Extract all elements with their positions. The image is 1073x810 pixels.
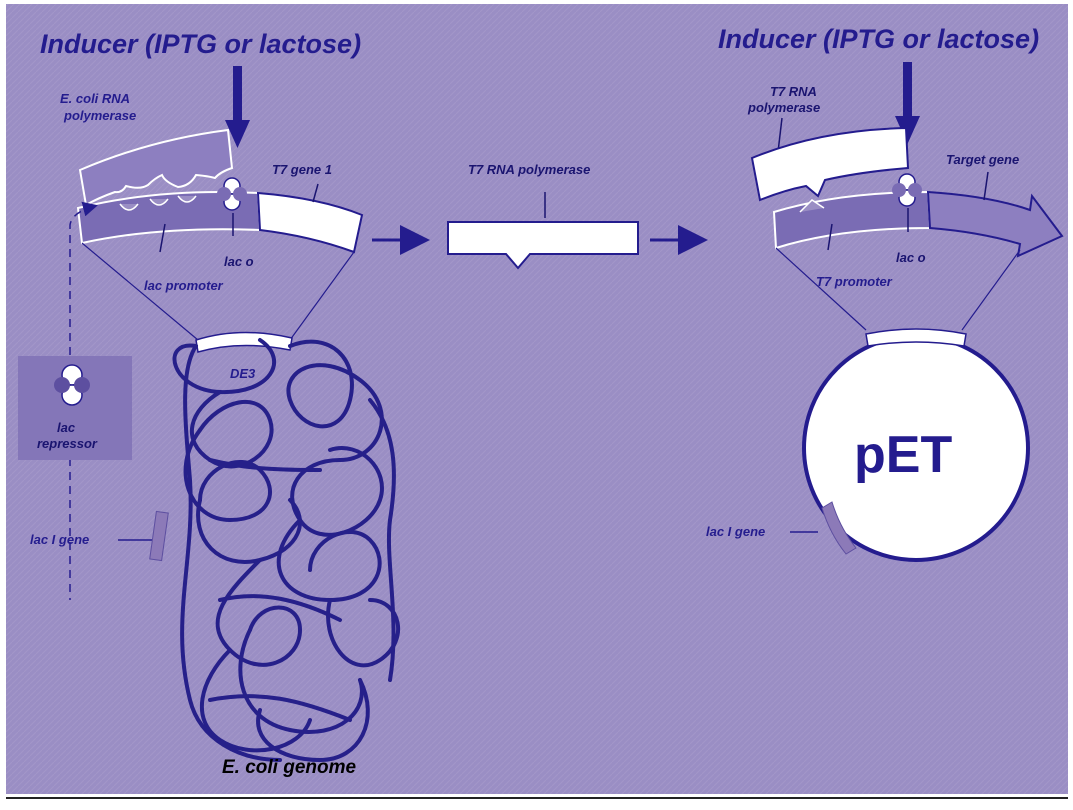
t7-rna-polymerase-middle-shape bbox=[447, 221, 639, 270]
left-lac-i-gene-label: lac I gene bbox=[30, 532, 89, 547]
ecoli-rna-polymerase-shape bbox=[78, 128, 234, 207]
t7-gene1-pointer bbox=[312, 183, 319, 203]
t7-rna-polymerase-right-label-2: polymerase bbox=[747, 100, 820, 115]
ecoli-rna-polymerase-label-2: polymerase bbox=[63, 108, 136, 123]
lac-repressor-icon bbox=[54, 364, 90, 406]
t7-rna-polymerase-right-pointer bbox=[777, 117, 783, 153]
t7-promoter-label: T7 promoter bbox=[816, 274, 893, 289]
t7-promoter-pointer bbox=[827, 223, 833, 251]
ecoli-rna-polymerase-label: E. coli RNA bbox=[60, 91, 130, 106]
right-zoom-line-1 bbox=[775, 247, 867, 331]
de3-label: DE3 bbox=[230, 366, 256, 381]
target-gene-pointer bbox=[983, 171, 989, 201]
lac-promoter-pointer bbox=[159, 223, 166, 253]
t7-rna-polymerase-right-shape bbox=[750, 126, 910, 202]
left-zoom-line-2 bbox=[289, 251, 355, 341]
lac-repressor-label: lac bbox=[57, 420, 76, 435]
right-inducer-molecule-icon bbox=[892, 173, 922, 207]
t7-gene1-segment bbox=[256, 191, 364, 254]
repressor-dashed-arrow bbox=[69, 201, 98, 355]
right-lac-o-label: lac o bbox=[896, 250, 926, 265]
left-lac-o-label: lac o bbox=[224, 254, 254, 269]
right-lac-i-gene-label: lac I gene bbox=[706, 524, 765, 539]
target-gene-arrow bbox=[926, 190, 1064, 258]
pet-plasmid-label: pET bbox=[854, 426, 952, 484]
lac-repressor-label-2: repressor bbox=[37, 436, 98, 451]
t7-promoter-notch bbox=[799, 199, 825, 213]
lac-operator-bumps bbox=[119, 195, 197, 211]
left-inducer-molecule-icon bbox=[217, 177, 247, 211]
ecoli-genome-label: E. coli genome bbox=[222, 757, 357, 778]
ecoli-genome-dna bbox=[172, 338, 400, 762]
target-gene-label: Target gene bbox=[946, 152, 1019, 167]
right-inducer-label: Inducer (IPTG or lactose) bbox=[718, 24, 1039, 54]
t7-gene1-label: T7 gene 1 bbox=[272, 162, 332, 177]
left-lac-i-gene-marker bbox=[149, 510, 169, 562]
left-inducer-arrow bbox=[225, 66, 250, 148]
left-zoom-line-1 bbox=[81, 242, 199, 341]
right-lac-i-gene-marker bbox=[821, 501, 857, 555]
lac-promoter-label: lac promoter bbox=[144, 278, 224, 293]
left-inducer-label: Inducer (IPTG or lactose) bbox=[40, 29, 361, 59]
right-inducer-arrow bbox=[895, 62, 920, 144]
de3-segment bbox=[195, 331, 293, 353]
t7-rna-polymerase-middle-label: T7 RNA polymerase bbox=[468, 162, 590, 177]
right-zoom-line-2 bbox=[961, 249, 1021, 331]
pet-insert-segment bbox=[865, 328, 967, 347]
t7-rna-polymerase-right-label: T7 RNA bbox=[770, 84, 817, 99]
